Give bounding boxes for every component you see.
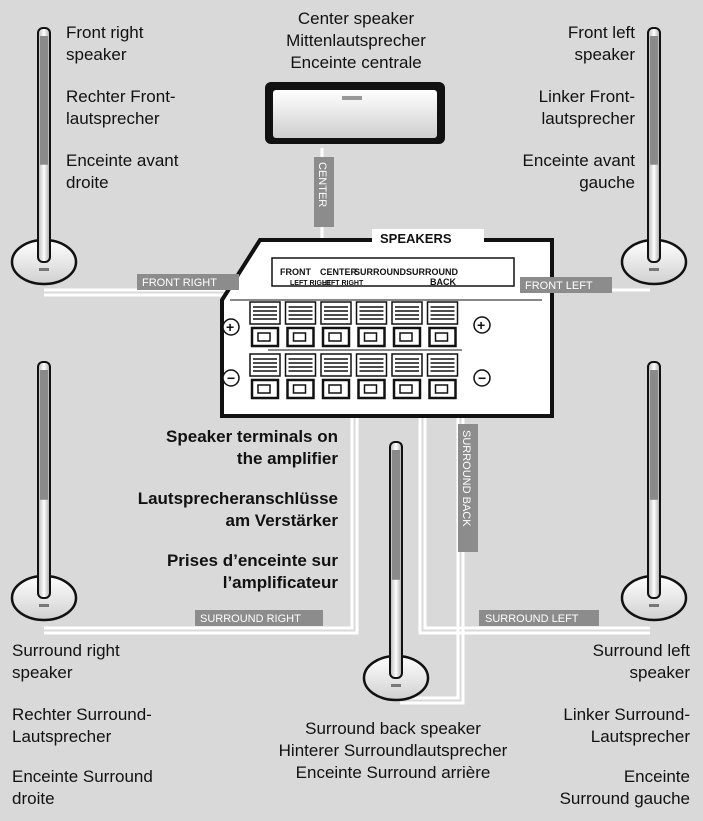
surround-left-label-en: Surround left speaker [592, 641, 690, 682]
plus-right-icon [473, 316, 491, 334]
svg-text:−: − [227, 370, 235, 386]
tag-surround-left: SURROUND LEFT [485, 613, 579, 625]
tag-front-right: FRONT RIGHT [142, 277, 217, 289]
svg-text:−: − [478, 370, 486, 386]
surround-back-speaker [362, 441, 430, 702]
front-right-label-de: Rechter Front- lautsprecher [66, 87, 176, 128]
speaker-terminal [284, 301, 317, 348]
surround-left-speaker [620, 361, 688, 622]
speaker-terminal [355, 301, 388, 348]
speaker-terminal [355, 353, 388, 400]
cable-surround-right-2 [44, 412, 359, 635]
tag-surround-back-bg [458, 424, 478, 552]
cable-surround-back [400, 412, 460, 700]
center-speaker-label: Center speaker Mittenlautsprecher Encein… [286, 9, 426, 72]
panel-title: SPEAKERS [380, 231, 452, 246]
plus-left-icon [222, 318, 240, 336]
speaker-terminal [320, 353, 352, 400]
panel-col-surround2: SURROUND [406, 267, 459, 277]
surround-left-label-de: Linker Surround- Lautsprecher [563, 705, 690, 746]
tag-front-left: FRONT LEFT [525, 280, 593, 292]
panel-back: BACK [430, 277, 456, 287]
speaker-terminal [320, 301, 352, 348]
minus-right-icon [473, 369, 491, 387]
svg-text:+: + [477, 317, 485, 333]
tag-front-left-bg [520, 277, 612, 293]
terminals-label-de: Lautsprecheranschlüsse am Verstärker [137, 489, 338, 530]
tag-center-bg [314, 157, 334, 227]
surround-right-label-de: Rechter Surround- Lautsprecher [12, 705, 152, 746]
tag-surround-left-bg [479, 610, 599, 626]
panel-col-surround1: SURROUND [354, 267, 407, 277]
panel-sub-surround: LEFT RIGHT [322, 280, 364, 287]
terminals-label-fr: Prises d’enceinte sur l’amplificateur [166, 551, 338, 592]
surround-right-label-en: Surround right speaker [12, 641, 120, 682]
surround-right-speaker [10, 361, 78, 622]
front-left-label-en: Front left speaker [567, 23, 635, 64]
terminal-grid [249, 301, 459, 400]
front-right-label-en: Front right speaker [66, 23, 144, 64]
minus-left-icon [222, 369, 240, 387]
speaker-terminal [391, 353, 423, 400]
panel-col-center: CENTER [320, 267, 358, 277]
cable-surround-right [44, 412, 354, 630]
surround-left-label-fr: Enceinte Surround gauche [559, 767, 690, 808]
tag-surround-right: SURROUND RIGHT [200, 613, 301, 625]
panel-sub-front: LEFT RIGHT [290, 280, 332, 287]
speaker-terminal [249, 353, 281, 400]
terminals-label-en: Speaker terminals on the amplifier [166, 427, 338, 468]
panel-labels: SPEAKERS FRONT CENTER SURROUND SURROUND … [222, 229, 491, 387]
front-left-label-de: Linker Front- lautsprecher [538, 87, 635, 128]
speaker-terminal [426, 301, 459, 348]
tag-front-right-bg [137, 274, 239, 290]
speaker-terminal [391, 301, 423, 348]
tag-surround-back: SURROUND BACK [460, 430, 472, 527]
front-right-speaker [10, 27, 78, 286]
panel-col-front: FRONT [280, 267, 311, 277]
tag-center: CENTER [316, 162, 328, 207]
tag-surround-right-bg [195, 610, 323, 626]
speaker-terminal [284, 353, 317, 400]
cable-surround-left-2 [418, 412, 650, 635]
speaker-terminal [426, 353, 459, 400]
cable-tags: CENTER FRONT RIGHT FRONT LEFT SURROUND B… [137, 157, 612, 626]
front-left-speaker [620, 27, 688, 286]
surround-back-label: Surround back speaker Hinterer Surroundl… [278, 719, 508, 782]
surround-right-label-fr: Enceinte Surround droite [12, 767, 153, 808]
center-speaker [265, 82, 445, 144]
cable-surround-left [423, 412, 650, 630]
speaker-terminal [249, 301, 281, 348]
front-left-label-fr: Enceinte avant gauche [522, 151, 635, 192]
front-right-label-fr: Enceinte avant droite [66, 151, 179, 192]
svg-text:+: + [226, 319, 234, 335]
